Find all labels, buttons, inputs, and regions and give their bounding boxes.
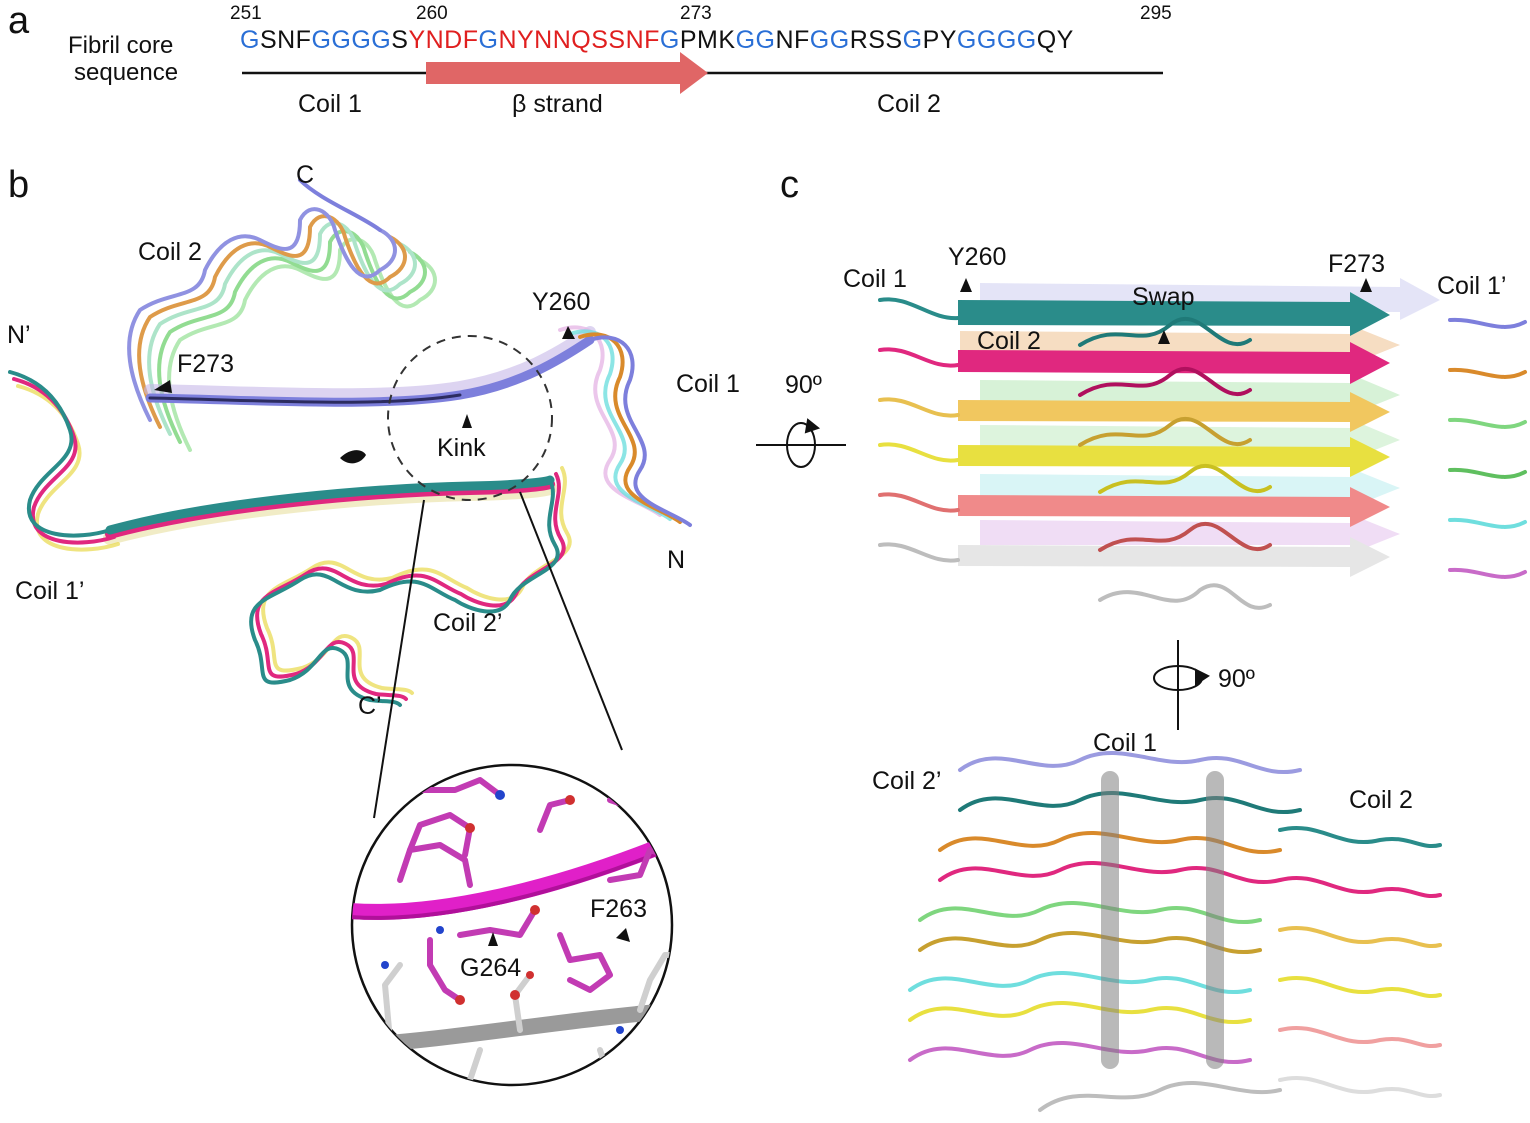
label-bottom-coil-2-prime: Coil 2’: [872, 767, 942, 795]
label-top-swap: Swap: [1132, 283, 1195, 311]
row-label-line-1: Fibril core: [68, 32, 174, 59]
label-coil-2: Coil 2: [138, 238, 202, 266]
upper-protofilament: [127, 207, 437, 452]
label-top-y260: Y260: [948, 243, 1007, 271]
residue-number-273: 273: [680, 3, 712, 24]
residue-number-260: 260: [416, 3, 448, 24]
sequence-segment: GGGG: [956, 26, 1037, 54]
segment-beta-strand: β strand: [512, 90, 603, 118]
label-c-terminus: C: [296, 161, 315, 189]
row-label-line-2: sequence: [74, 59, 179, 86]
segment-coil-1: Coil 1: [298, 90, 362, 118]
stack-layers: [958, 278, 1440, 577]
fibril-core-sequence: GSNFGGGGSYNDFGNYNNQSSNFGPMKGGNFGGRSSGPYG…: [240, 28, 1074, 53]
sequence-segment: G: [902, 26, 923, 54]
sequence-segment: GG: [809, 26, 850, 54]
label-coil-2-prime: Coil 2’: [433, 609, 503, 637]
upper-coil-1: [558, 325, 692, 527]
sequence-track: [242, 52, 1163, 94]
label-kink: Kink: [437, 434, 486, 462]
label-f273: F273: [177, 350, 234, 378]
sequence-segment: QY: [1036, 26, 1074, 54]
label-f263: F263: [590, 895, 647, 923]
twofold-axis-symbol: [340, 450, 366, 464]
label-top-f273: F273: [1328, 250, 1385, 278]
upper-strand: [144, 326, 596, 407]
label-c-prime: C’: [358, 692, 382, 720]
segment-coil-2: Coil 2: [877, 90, 941, 118]
label-n-prime: N’: [7, 321, 31, 349]
lower-coil-1-prime: [8, 370, 120, 552]
sequence-segment: GG: [735, 26, 776, 54]
fibril-side-view: [878, 278, 1527, 610]
lower-strand: [103, 475, 557, 545]
label-n-terminus: N: [667, 546, 686, 574]
label-coil-1-prime: Coil 1’: [15, 577, 85, 605]
sequence-segment: S: [391, 26, 409, 54]
label-g264: G264: [460, 954, 522, 982]
rotation-label-horizontal: 90º: [785, 371, 822, 399]
rotation-label-vertical: 90º: [1218, 665, 1255, 693]
sequence-segment: GGGG: [311, 26, 392, 54]
label-top-coil-1-prime: Coil 1’: [1437, 272, 1507, 300]
fibril-axial-view: [908, 750, 1442, 1112]
beta-strand-arrow: [426, 52, 708, 94]
fibril-top-view: [8, 178, 692, 707]
label-top-coil-2: Coil 2: [977, 327, 1041, 355]
panel-b-markers: [154, 326, 575, 428]
sequence-segment: PY: [922, 26, 957, 54]
sequence-segment: G: [478, 26, 499, 54]
label-y260: Y260: [532, 288, 591, 316]
label-bottom-coil-2: Coil 2: [1349, 786, 1413, 814]
panel-b-letter: b: [8, 164, 30, 206]
panel-c-letter: c: [780, 164, 799, 206]
sequence-segment: G: [659, 26, 680, 54]
zoom-inset: [350, 763, 674, 1087]
rotation-axis-vertical: [1153, 640, 1210, 730]
label-coil-1: Coil 1: [676, 370, 740, 398]
residue-number-295: 295: [1140, 3, 1172, 24]
label-top-coil-1: Coil 1: [843, 265, 907, 293]
sequence-segment: SNF: [259, 26, 312, 54]
sequence-segment: G: [240, 26, 260, 54]
sequence-segment: NYNNQSSNF: [498, 26, 660, 54]
sequence-segment: NF: [775, 26, 810, 54]
label-bottom-coil-1: Coil 1: [1093, 729, 1157, 757]
sequence-segment: PMK: [679, 26, 736, 54]
kink-circle: [387, 335, 553, 501]
lower-coil-2-prime: [249, 466, 572, 707]
panel-a-letter: a: [8, 0, 30, 42]
residue-number-251: 251: [230, 3, 262, 24]
sequence-segment: YNDF: [408, 26, 479, 54]
rotation-axis-horizontal: [756, 418, 846, 468]
sequence-segment: RSS: [849, 26, 903, 54]
